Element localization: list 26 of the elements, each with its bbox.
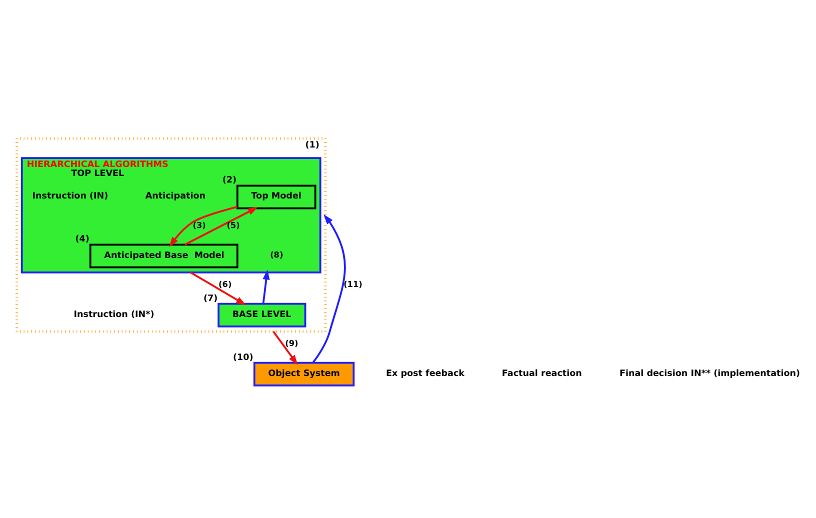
edge-label: (6) (218, 278, 232, 289)
arrow (184, 206, 258, 245)
node-label: (4) (75, 234, 90, 244)
node-box: Top Model (236, 184, 316, 209)
arrow (190, 271, 246, 305)
node-box: Object System (253, 361, 355, 386)
arrow (169, 205, 238, 246)
node-label: (7) (203, 293, 218, 304)
label: Anticipation (145, 191, 206, 202)
edge-label: (8) (270, 249, 284, 260)
node-box: BASE LEVEL (218, 302, 306, 327)
label: Factual reaction (502, 368, 582, 378)
arrow (272, 330, 298, 365)
node-label: (2) (222, 175, 236, 186)
label: Ex post feeback (386, 368, 465, 378)
edge-label: (11) (344, 278, 362, 289)
edge-label: (5) (226, 220, 240, 230)
node-label: (10) (233, 352, 254, 362)
label: Instruction (IN) (32, 191, 108, 202)
label: Final decision IN** (implementation) (619, 368, 800, 378)
edge-label: (9) (285, 338, 298, 348)
arrow (262, 269, 270, 304)
edge-label: (3) (192, 220, 206, 230)
arrow (312, 214, 346, 363)
label: Instruction (IN*) (74, 309, 154, 320)
node-box: Anticipated Base Model (89, 243, 238, 268)
